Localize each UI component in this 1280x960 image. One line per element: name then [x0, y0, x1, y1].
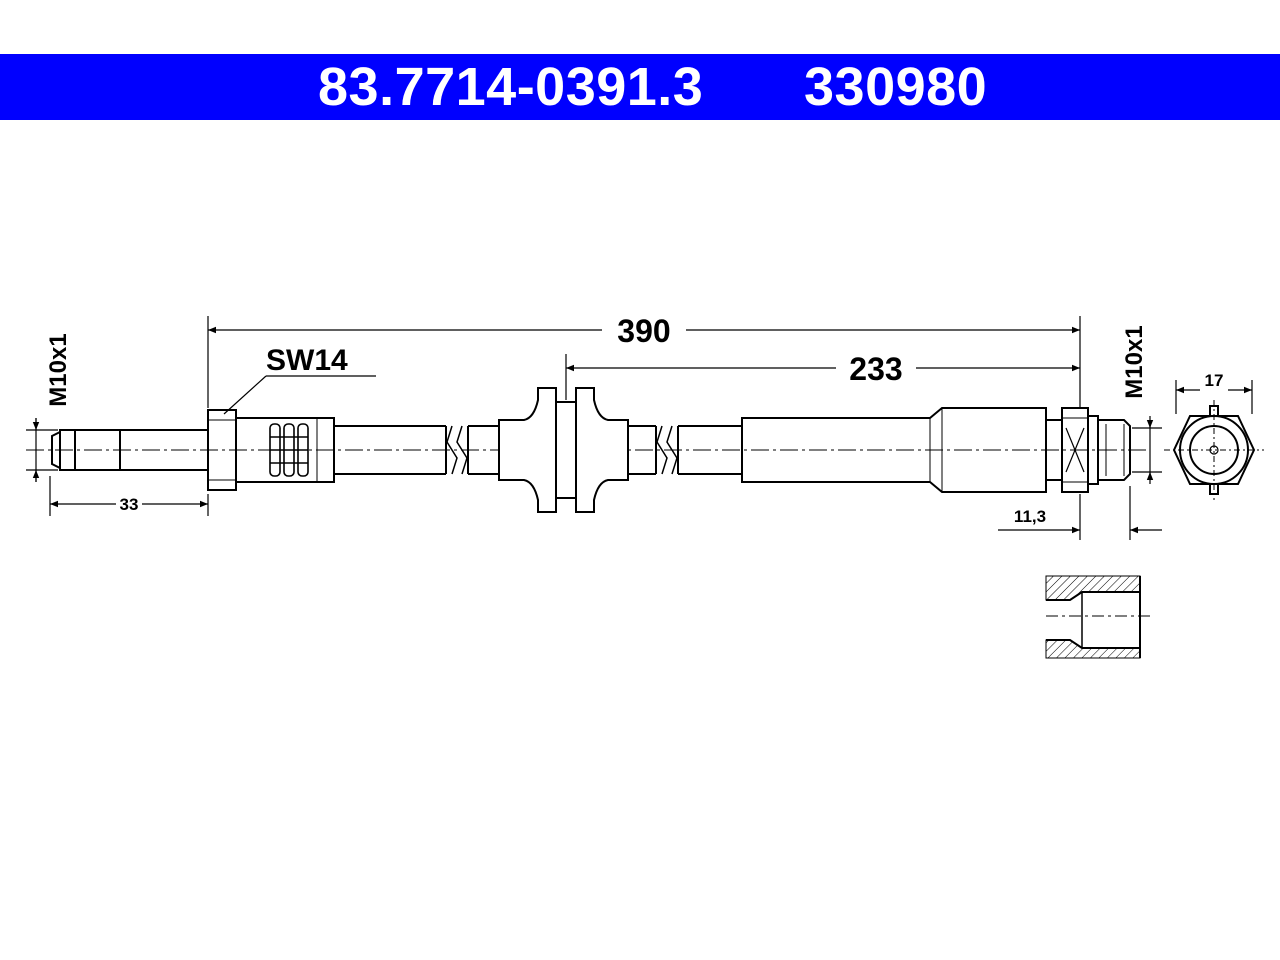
right-fitting: [741, 407, 1131, 493]
reference-number: 330980: [804, 57, 988, 117]
right-thread-label: M10x1: [1121, 325, 1148, 398]
wrench-size-leader: [223, 375, 376, 415]
end-view: [1164, 400, 1264, 500]
section-detail: [1045, 575, 1150, 659]
hose-segment-middle: [628, 425, 742, 475]
dim-overall-length: [207, 316, 1081, 408]
dim-overall-length-label: 390: [617, 313, 670, 349]
hex-across-flats-label: 17: [1205, 371, 1224, 390]
mounting-bracket: [498, 387, 629, 513]
header-band: [0, 54, 1280, 120]
dim-left-thread: [26, 418, 58, 482]
dim-bracket-length-label: 233: [849, 351, 902, 387]
left-fitting-length-label: 33: [120, 495, 139, 514]
dim-hex-across-flats: [1175, 380, 1253, 414]
left-fitting: [51, 409, 335, 491]
right-fitting-length-label: 11,3: [1014, 507, 1046, 526]
wrench-size-label: SW14: [266, 344, 348, 377]
part-number: 83.7714-0391.3: [318, 57, 704, 117]
dim-bracket-length: [565, 354, 1080, 400]
hose-segment-left: [334, 425, 498, 475]
dim-right-fitting-length: [998, 486, 1162, 540]
left-thread-label: M10x1: [45, 333, 72, 406]
dim-left-fitting-length: [49, 476, 209, 516]
dim-right-thread: [1132, 416, 1162, 484]
